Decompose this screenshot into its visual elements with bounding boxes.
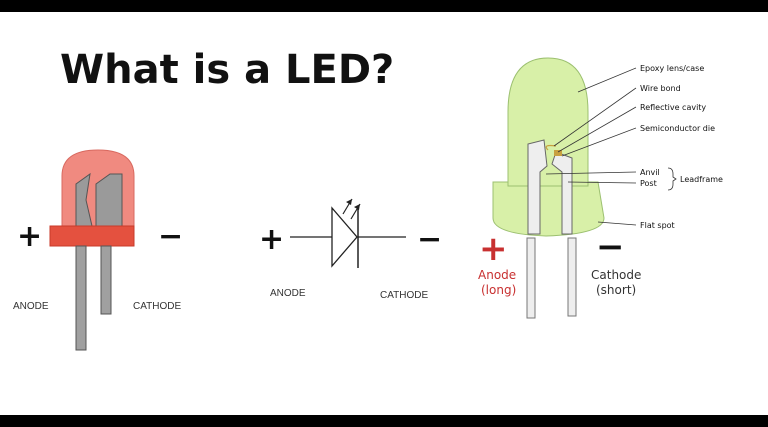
green-led-anvil xyxy=(527,139,548,235)
symbol-minus-sign: − xyxy=(417,222,442,257)
anode-sub-label: (long) xyxy=(481,283,516,297)
callout-post: Post xyxy=(640,179,657,188)
right-plus-sign: + xyxy=(479,229,508,269)
symbol-anode-label: ANODE xyxy=(270,288,306,299)
callout-semiconductor: Semiconductor die xyxy=(640,124,715,133)
green-led-short-leg xyxy=(567,237,577,317)
red-led-post xyxy=(95,173,123,227)
left-minus-sign: − xyxy=(158,219,183,254)
callout-lines xyxy=(545,67,677,226)
right-minus-sign: − xyxy=(596,227,625,267)
left-cathode-label: CATHODE xyxy=(133,301,181,312)
left-anode-label: ANODE xyxy=(13,301,49,312)
left-plus-sign: + xyxy=(17,219,42,254)
callout-wire-bond: Wire bond xyxy=(640,84,681,93)
green-led-illustration xyxy=(492,57,605,319)
semiconductor-die xyxy=(554,150,562,156)
red-led-short-leg xyxy=(100,245,112,315)
callout-leadframe: Leadframe xyxy=(680,175,723,184)
symbol-plus-sign: + xyxy=(259,222,284,257)
symbol-cathode-label: CATHODE xyxy=(380,290,428,301)
callout-anvil: Anvil xyxy=(640,168,660,177)
red-led-illustration xyxy=(49,149,135,351)
red-led-band xyxy=(49,225,135,247)
callout-epoxy: Epoxy lens/case xyxy=(640,64,704,73)
cathode-sub-label: (short) xyxy=(596,283,636,297)
page-title: What is a LED? xyxy=(60,47,394,93)
callout-flat-spot: Flat spot xyxy=(640,221,675,230)
led-schematic-symbol xyxy=(290,198,406,268)
green-led-dome xyxy=(507,57,589,187)
diode-triangle xyxy=(331,206,358,268)
cathode-label: Cathode xyxy=(591,268,641,282)
callout-reflective: Reflective cavity xyxy=(640,103,706,112)
anode-label: Anode xyxy=(478,268,516,282)
red-led-long-leg xyxy=(75,245,87,351)
green-led-long-leg xyxy=(526,237,536,319)
green-led-flange xyxy=(492,181,605,237)
